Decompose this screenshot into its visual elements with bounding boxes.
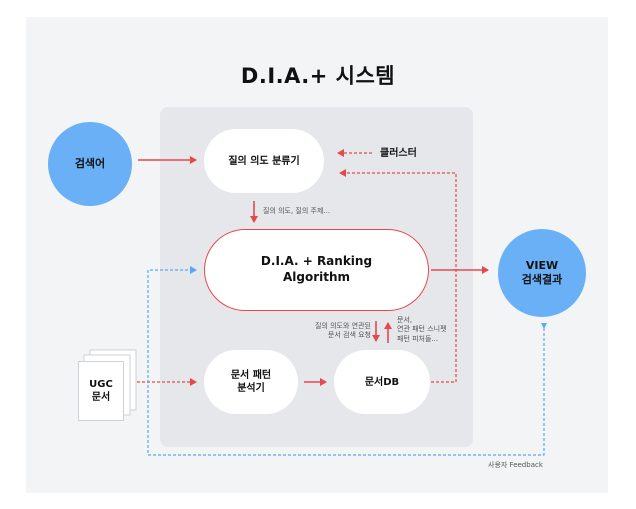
view-results-node: VIEW 검색결과 bbox=[498, 229, 586, 317]
pattern-analyzer-label-line1: 문서 패턴 bbox=[230, 370, 272, 381]
search-request-label-line2: 문서 검색 요청 bbox=[327, 331, 371, 340]
pattern-analyzer-node: 문서 패턴 분석기 bbox=[204, 350, 298, 414]
document-features-label-line3: 패턴 피처들... bbox=[397, 334, 439, 343]
ugc-documents-label-line1: UGC bbox=[89, 379, 113, 390]
intent-classifier-label: 질의 의도 분류기 bbox=[228, 155, 300, 167]
user-feedback-label: 사용자 Feedback bbox=[488, 461, 543, 469]
document-db-node: 문서DB bbox=[334, 350, 430, 414]
arrow-user-feedback-loop bbox=[147, 266, 545, 456]
pattern-analyzer-label-line2: 분석기 bbox=[237, 383, 265, 394]
cluster-label: 클러스터 bbox=[380, 148, 417, 159]
ugc-documents-node: UGC 문서 bbox=[78, 361, 124, 421]
dia-ranking-node: D.I.A. + Ranking Algorithm bbox=[204, 229, 429, 311]
document-features-label: 문서, 연관 패턴 스니펫 패턴 피처들... bbox=[397, 316, 447, 344]
search-query-node: 검색어 bbox=[48, 122, 132, 206]
intent-classifier-node: 질의 의도 분류기 bbox=[204, 129, 324, 193]
intent-output-label: 질의 의도, 질의 주제... bbox=[263, 207, 331, 215]
search-request-label: 질의 의도와 연관된 문서 검색 요청 bbox=[303, 322, 371, 341]
dia-ranking-label-line1: D.I.A. + Ranking bbox=[260, 254, 373, 269]
ugc-documents-label-line2: 문서 bbox=[91, 392, 111, 403]
search-request-label-line1: 질의 의도와 연관된 bbox=[315, 322, 371, 330]
view-results-label-line2: 검색결과 bbox=[521, 273, 563, 286]
diagram-title: D.I.A.+ 시스템 bbox=[240, 64, 396, 88]
arrow-docdb-to-intent-loop bbox=[339, 169, 457, 383]
search-query-label: 검색어 bbox=[74, 156, 106, 170]
feedback-origin-marker bbox=[541, 323, 547, 329]
document-features-label-line1: 문서, bbox=[397, 316, 413, 324]
document-features-label-line2: 연관 패턴 스니펫 bbox=[397, 325, 447, 334]
document-db-label: 문서DB bbox=[364, 376, 400, 388]
view-results-label-line1: VIEW bbox=[525, 258, 559, 272]
dia-ranking-label-line2: Algorithm bbox=[282, 270, 351, 284]
